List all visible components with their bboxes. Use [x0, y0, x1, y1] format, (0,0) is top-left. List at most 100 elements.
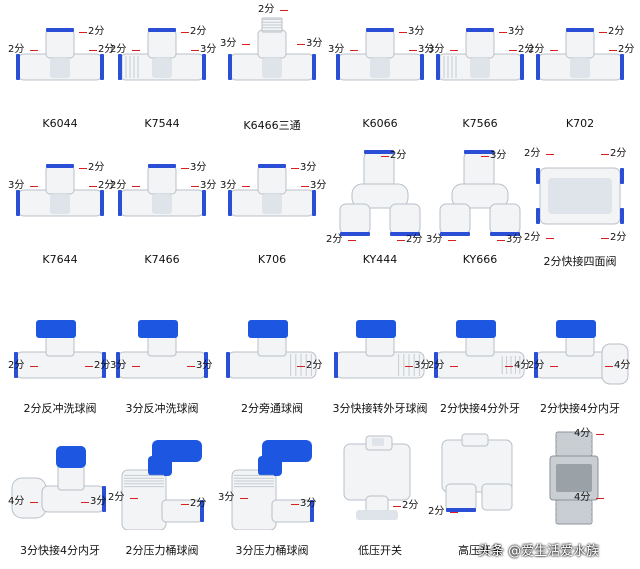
leader-line [450, 366, 458, 367]
brass-hex-face [556, 464, 592, 492]
valve-lever [356, 320, 396, 338]
collet-ring [204, 352, 208, 378]
size-tag: 2分 [88, 26, 105, 37]
fitting-branch [257, 29, 287, 59]
size-tag: 2分 [108, 492, 125, 503]
product-name: K6466三通 [243, 119, 301, 132]
leader-line [546, 154, 554, 155]
size-tag: 2分 [94, 360, 111, 371]
watermark-author: 爱生活爱水族 [521, 544, 600, 559]
leader-line [79, 32, 87, 33]
collet-ring [312, 54, 316, 80]
size-tag: 2分 [390, 150, 407, 161]
fitting-illustration [116, 320, 208, 379]
size-tag: 3分 [300, 498, 317, 509]
product-name: 3分快接4分内牙 [20, 544, 100, 557]
collet-ring [100, 190, 104, 216]
collet-ring [464, 150, 494, 154]
fitting-illustration [16, 28, 104, 81]
product-name: 2分快接四面阀 [543, 255, 617, 268]
leader-line [30, 50, 38, 51]
fitting-illustration [334, 320, 425, 379]
leader-line [301, 186, 309, 187]
fitting-shadow [470, 58, 490, 78]
product-name: K7566 [462, 117, 498, 130]
size-tag: 3分 [8, 180, 25, 191]
product-name: 2分快接4分内牙 [540, 402, 620, 415]
collet-ring [520, 54, 524, 80]
watermark-source: 头条 [478, 544, 505, 559]
valve-stem [565, 335, 595, 357]
size-tag: 3分 [196, 360, 213, 371]
leader-line [30, 186, 38, 187]
fitting-illustration [536, 28, 624, 81]
fitting-illustration [16, 164, 104, 217]
size-tag: 3分 [200, 180, 217, 191]
switch-top [461, 433, 489, 447]
leader-line [348, 240, 356, 241]
collet-ring [100, 54, 104, 80]
size-tag: 4分 [614, 360, 631, 371]
valve-lever [36, 320, 76, 338]
size-tag: 2分 [610, 232, 627, 243]
leader-line [550, 50, 558, 51]
size-tag: 2分 [518, 44, 535, 55]
switch-port [445, 483, 477, 511]
size-tag: 4分 [514, 360, 531, 371]
size-tag: 2分 [428, 360, 445, 371]
leader-line [450, 50, 458, 51]
size-tag: 2分 [88, 162, 105, 173]
leader-line [181, 168, 189, 169]
collet-ring [118, 190, 122, 216]
fitting-illustration [549, 431, 599, 525]
leader-line [550, 366, 558, 367]
size-tag: 2分 [110, 180, 127, 191]
size-tag: 2分 [98, 44, 115, 55]
leader-line [81, 502, 89, 503]
product-name: 2分压力桶球阀 [125, 544, 199, 557]
collet-ring [436, 54, 440, 80]
size-tag: 3分 [110, 360, 127, 371]
fitting-illustration [339, 150, 421, 236]
collet-ring [148, 164, 176, 168]
size-tag: 3分 [418, 44, 435, 55]
fitting-shadow [152, 58, 172, 78]
fitting-illustration [534, 320, 629, 385]
size-tag: 4分 [574, 492, 591, 503]
switch-port [481, 483, 513, 511]
collet-ring [446, 508, 476, 512]
collet-ring [16, 190, 20, 216]
size-tag: 2分 [8, 360, 25, 371]
collet-ring [390, 232, 420, 236]
collet-ring [536, 208, 540, 224]
size-tag: 3分 [220, 180, 237, 191]
fitting-illustration [118, 164, 206, 217]
product-name: 低压开关 [358, 544, 402, 557]
fitting-branch [565, 29, 595, 59]
collet-ring [200, 500, 204, 522]
product-name: 高压开关 [458, 544, 502, 557]
collet-ring [46, 164, 74, 168]
product-name: 2分旁通球阀 [241, 402, 303, 415]
collet-ring [334, 352, 338, 378]
valve-hub [148, 456, 172, 476]
size-tag: 2分 [402, 500, 419, 511]
leader-line [399, 32, 407, 33]
leader-line [350, 50, 358, 51]
size-tag: 2分 [428, 506, 445, 517]
leader-line [596, 498, 604, 499]
leader-line [89, 50, 97, 51]
product-name: K6044 [42, 117, 78, 130]
size-tag: 2分 [524, 232, 541, 243]
collet-ring [620, 54, 624, 80]
watermark: 头条 @爱生活爱水族 [478, 540, 599, 559]
valve-body [121, 469, 167, 530]
fitting-leg [389, 203, 421, 235]
size-tag: 2分 [610, 148, 627, 159]
leader-line [481, 156, 489, 157]
